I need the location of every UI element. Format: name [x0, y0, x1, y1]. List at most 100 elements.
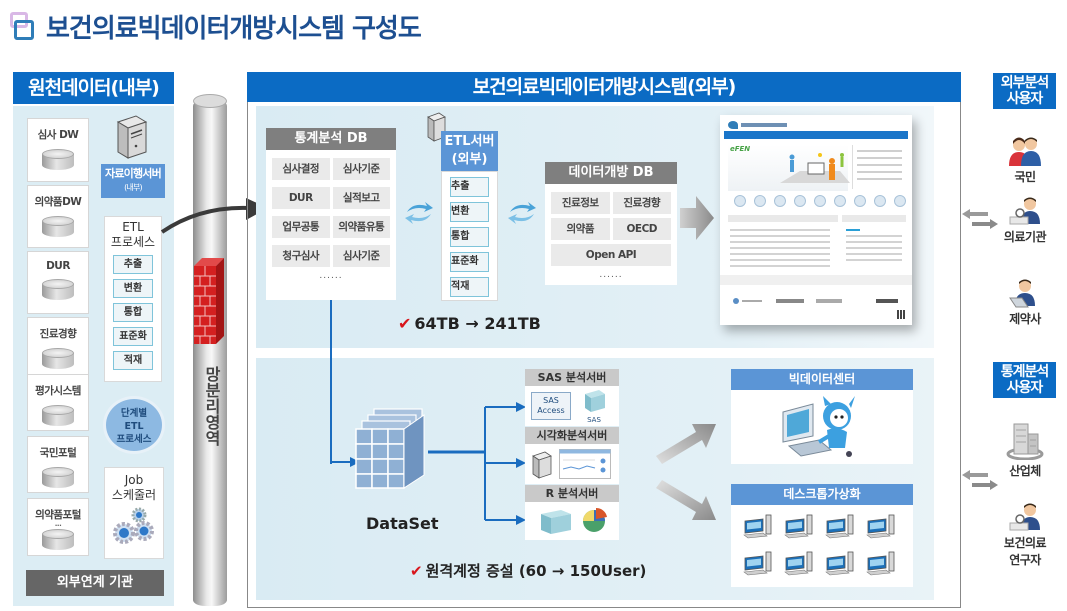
sas-access-box: SAS Access [531, 392, 571, 420]
r-server-title: R 분석서버 [525, 485, 619, 502]
user-label: 연구자 [1009, 553, 1041, 567]
internal-server-icon [116, 115, 148, 159]
storage-metric: ✔64TB → 241TB [398, 314, 541, 333]
stats-users-header: 통계분석 사용자 [993, 362, 1056, 398]
user-citizen: 국민 [990, 136, 1060, 185]
desktop-virtualization-title: 데스크톱가상화 [731, 484, 913, 505]
portal-footer-bar [720, 275, 912, 285]
etl-title-line2: 프로세스 [110, 235, 156, 249]
database-icon [42, 405, 74, 427]
external-system-frame [247, 102, 961, 608]
citizens-icon [1009, 137, 1041, 166]
portal-brand: eFEN [730, 145, 751, 153]
mascot-at-computer-icon [782, 396, 855, 457]
remote-account-metric-text: 원격계정 증설 (60 → 150User) [425, 562, 647, 580]
exchange-arrows-icon [962, 209, 998, 229]
job-scheduler-line1: Job [124, 473, 144, 487]
sync-icon [508, 202, 536, 224]
sas-access-line2: Access [537, 406, 565, 415]
stage-etl-circle: 단계별 ETL 프로세스 [103, 396, 165, 454]
database-icon [42, 216, 74, 238]
firewall-icon [194, 258, 224, 344]
etl-title-line1: ETL [122, 220, 144, 234]
external-users-header-line2: 사용자 [1006, 91, 1044, 107]
source-db-label: 의약품DW [34, 196, 82, 208]
external-users-header-line1: 외부분석 [1000, 75, 1050, 91]
stats-db-cell: DUR [272, 187, 330, 209]
source-db-label: 진료경향 [39, 328, 77, 340]
researcher-icon [1009, 503, 1040, 531]
stats-db-cell: 심사기준 [332, 245, 390, 267]
external-agencies-label: 외부연계 기관 [26, 570, 164, 596]
source-db-label: 심사 DW [37, 129, 79, 141]
user-label: 산업체 [1009, 464, 1041, 478]
open-db-cell: 의약품 [551, 218, 610, 240]
etl-step-transform: 변환 [450, 202, 489, 222]
etl-step-integrate: 통합 [450, 227, 489, 247]
visualization-server-title: 시각화분석서버 [525, 427, 619, 444]
open-db-title: 데이터개방 DB [545, 162, 677, 184]
user-health-researcher: 보건의료 연구자 [990, 502, 1060, 568]
portal-qr-icon [897, 310, 906, 319]
etl-step-standardize: 표준화 [450, 252, 489, 272]
stage-etl-line2: ETL [124, 421, 144, 432]
portal-section-header [728, 215, 838, 222]
stats-db-cell: 의약품유통 [332, 216, 390, 238]
storage-metric-text: 64TB → 241TB [414, 314, 541, 333]
sync-icon [405, 202, 433, 224]
source-db-drug-dw: 의약품DW [27, 185, 89, 248]
source-db-public-portal: 국민포털 [27, 436, 89, 493]
portal-nav-bar [724, 131, 908, 139]
user-pharma: 제약사 [990, 278, 1060, 327]
page-title: 보건의료빅데이터개방시스템 구성도 [46, 14, 422, 44]
open-db-cell-open-api: Open API [551, 244, 671, 266]
source-db-drug-portal: 의약품포털 ... [27, 498, 89, 556]
title-square-icon [10, 12, 38, 42]
etl-step-standardize: 표준화 [113, 327, 153, 346]
source-db-treatment-trend: 진료경향 [27, 317, 89, 380]
job-scheduler-line2: 스케줄러 [111, 488, 157, 502]
stats-db-title: 통계분석 DB [266, 128, 396, 150]
portal-side-panel [852, 145, 906, 189]
migration-server-label: 자료이행서버 (내부) [101, 164, 165, 198]
arrow-right-icon [680, 196, 714, 240]
database-icon [42, 279, 74, 301]
dashboard-icon [559, 449, 611, 479]
arrow-down-right-icon [656, 480, 716, 520]
desktop-pc-icon [784, 551, 813, 576]
server-icon [532, 451, 552, 479]
etl-server-steps: 추출 변환 통합 표준화 적재 [441, 171, 498, 301]
portal-section-header [842, 215, 906, 222]
arrow-up-right-icon [656, 424, 716, 464]
bigdata-center-title: 빅데이터센터 [731, 369, 913, 390]
stage-etl-line1: 단계별 [120, 408, 148, 419]
etl-step-transform: 변환 [113, 279, 153, 298]
exchange-arrows-icon [962, 470, 998, 490]
laptop-user-icon [1009, 279, 1035, 308]
etl-step-extract: 추출 [113, 255, 153, 274]
etl-server-subtitle: (외부) [451, 152, 488, 167]
portal-hero [728, 145, 848, 191]
desktop-pc-icon [743, 551, 772, 576]
migration-server-sub: (내부) [124, 183, 143, 192]
job-scheduler: Job 스케줄러 [104, 467, 164, 559]
desktop-pc-icon [866, 514, 895, 539]
stats-users-header-line2: 사용자 [1006, 380, 1044, 396]
desktop-pc-icon [743, 514, 772, 539]
open-db-cell: OECD [612, 218, 671, 240]
source-db-label: 국민포털 [39, 447, 77, 459]
dataset-label: DataSet [366, 514, 439, 533]
portal-icon-row [734, 195, 906, 209]
stats-db-cell: 청구심사 [272, 245, 330, 267]
remote-account-metric: ✔원격계정 증설 (60 → 150User) [410, 560, 646, 581]
sas-access-line1: SAS [543, 396, 559, 405]
source-data-header: 원천데이터(내부) [13, 72, 174, 104]
etl-step-extract: 추출 [450, 177, 489, 197]
open-data-db: 데이터개방 DB 진료정보 진료경향 의약품 OECD Open API ...… [545, 162, 677, 285]
buildings-icon [1006, 423, 1044, 460]
user-label: 국민 [1014, 170, 1036, 184]
stats-users-header-line1: 통계분석 [1000, 364, 1050, 380]
sas-cube-icon: SAS [581, 390, 607, 424]
internal-etl-process: ETL 프로세스 추출 변환 통합 표준화 적재 [104, 216, 162, 382]
dataset-cube-icon [355, 408, 425, 489]
